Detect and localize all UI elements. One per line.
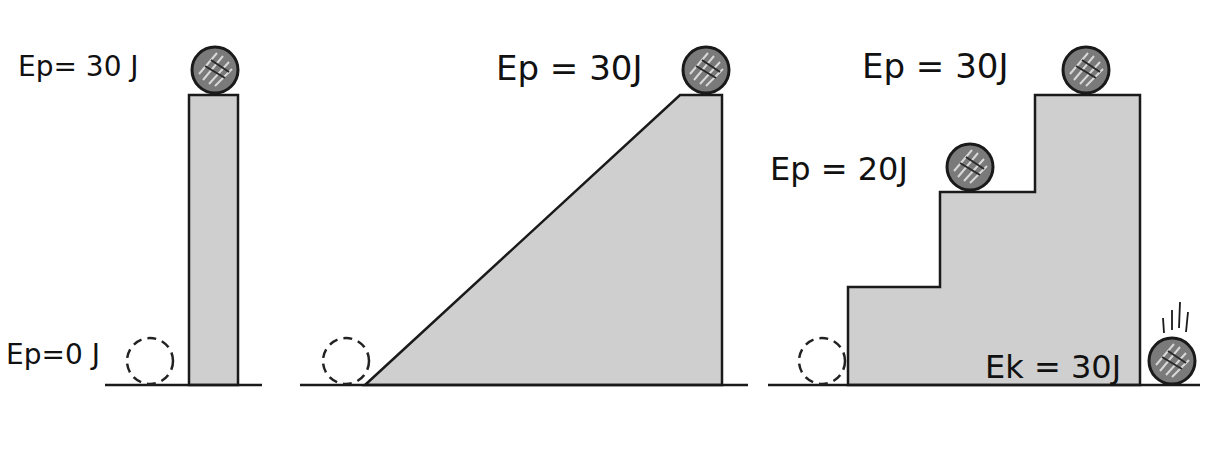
ball — [192, 47, 238, 93]
energy-label: Ep = 30J — [862, 48, 1008, 85]
ball — [683, 47, 729, 93]
ball — [947, 144, 993, 190]
ramp — [365, 95, 722, 385]
stairs — [848, 95, 1140, 385]
ground — [300, 384, 748, 387]
ground — [105, 384, 262, 387]
pillar — [189, 95, 238, 385]
ball — [1149, 338, 1195, 384]
energy-label: Ep = 30J — [496, 50, 642, 87]
energy-label: Ep=0 J — [6, 340, 100, 371]
energy-label: Ek = 30J — [985, 350, 1121, 385]
energy-label: Ep= 30 J — [18, 52, 139, 83]
ball — [1063, 47, 1109, 93]
ball-start — [799, 338, 845, 384]
impact-marks — [1163, 302, 1188, 333]
ball-start — [323, 338, 369, 384]
ball-start — [127, 338, 173, 384]
energy-label: Ep = 20J — [770, 152, 908, 187]
ground — [768, 384, 1200, 387]
